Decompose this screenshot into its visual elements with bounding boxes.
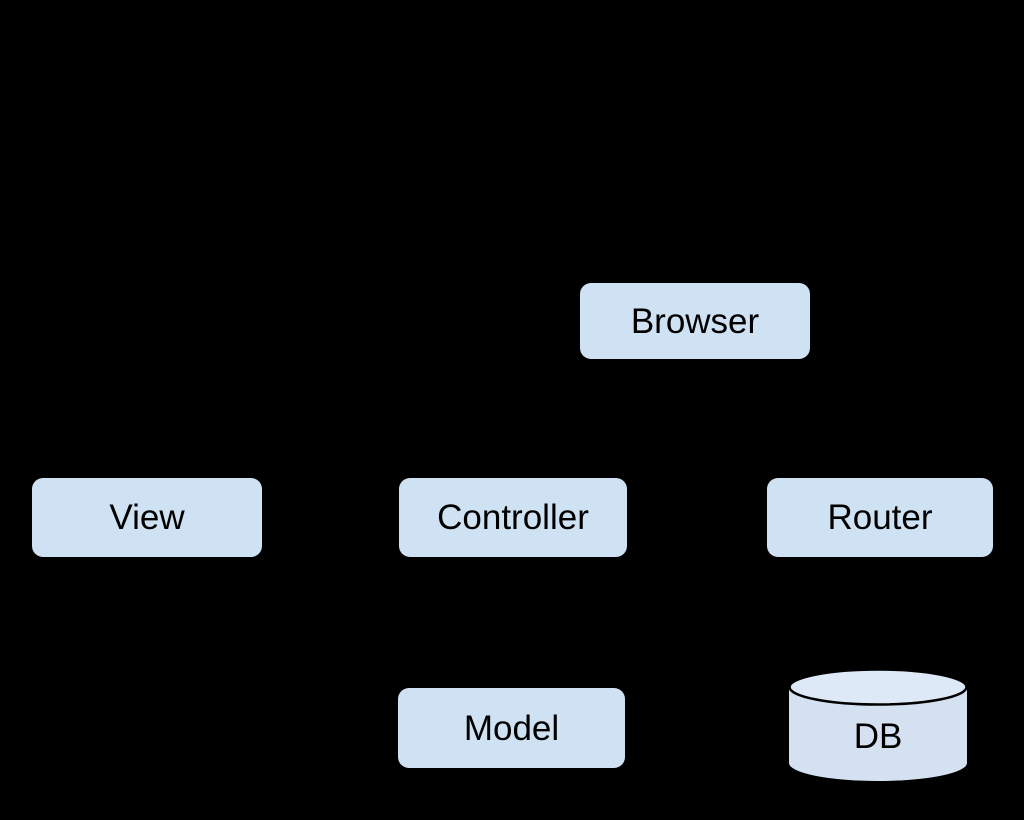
database-cylinder-icon — [788, 668, 968, 781]
node-model-label: Model — [463, 708, 560, 748]
node-controller: Controller — [399, 478, 627, 557]
node-router-label: Router — [827, 498, 933, 537]
node-controller-label: Controller — [437, 498, 589, 537]
node-view-label: View — [109, 498, 185, 537]
node-browser: Browser — [580, 283, 810, 359]
node-router: Router — [767, 478, 993, 557]
node-browser-label: Browser — [630, 301, 760, 341]
node-db: DB — [788, 668, 968, 782]
node-model: Model — [398, 688, 625, 768]
node-db-label: DB — [853, 716, 903, 756]
node-view: View — [32, 478, 262, 557]
